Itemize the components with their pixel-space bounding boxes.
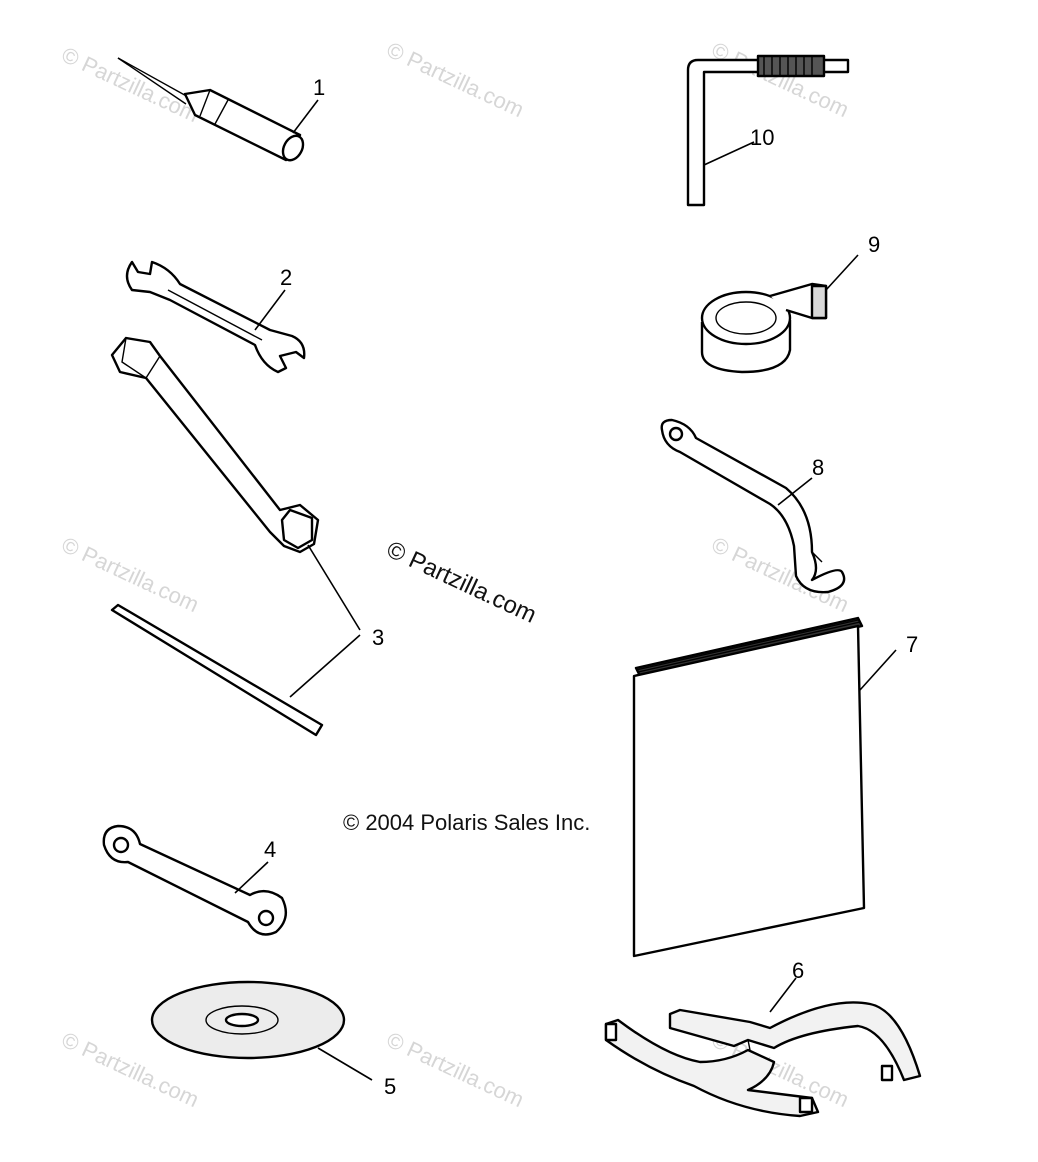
- watermark-mid-left: © Partzilla.com: [58, 532, 203, 617]
- callout-8: 8: [812, 455, 824, 480]
- owners-manual-icon: [632, 616, 866, 958]
- callout-9: 9: [868, 232, 880, 257]
- leader-9: [825, 254, 859, 291]
- leader-3a: [307, 544, 361, 631]
- box-end-wrench-icon: [102, 824, 288, 936]
- leader-7: [859, 649, 897, 691]
- callout-6: 6: [792, 958, 804, 983]
- screwdriver-icon: [117, 57, 305, 162]
- leader-3b: [289, 634, 361, 698]
- callout-5: 5: [384, 1074, 396, 1099]
- leader-4: [234, 861, 269, 894]
- watermark-bottom-center: © Partzilla.com: [383, 1027, 528, 1112]
- callout-1: 1: [313, 75, 325, 100]
- stand-bracket-icon: [604, 1001, 922, 1118]
- callout-3: 3: [372, 625, 384, 650]
- leader-2: [254, 289, 286, 331]
- leader-10: [703, 141, 755, 166]
- hex-key-icon: [686, 54, 850, 207]
- tape-roll-icon: [700, 282, 828, 374]
- leader-1: [292, 99, 319, 134]
- callout-10: 10: [750, 125, 774, 150]
- spanner-wrench-icon: [660, 418, 846, 594]
- copyright-notice: © 2004 Polaris Sales Inc.: [343, 810, 590, 835]
- cd-disc-icon: [150, 980, 346, 1060]
- callout-4: 4: [264, 837, 276, 862]
- watermark-top-right: © Partzilla.com: [708, 37, 853, 122]
- watermark-top-left: © Partzilla.com: [58, 42, 203, 127]
- callout-2: 2: [280, 265, 292, 290]
- leader-6: [769, 977, 797, 1013]
- callout-7: 7: [906, 632, 918, 657]
- watermark-top-center: © Partzilla.com: [383, 37, 528, 122]
- watermark-center: © Partzilla.com: [382, 536, 540, 629]
- leader-5: [317, 1047, 373, 1081]
- leader-8: [777, 477, 813, 506]
- open-end-wrench-icon: [125, 260, 306, 374]
- spark-plug-socket-wrench-and-bar-icon: [110, 336, 324, 737]
